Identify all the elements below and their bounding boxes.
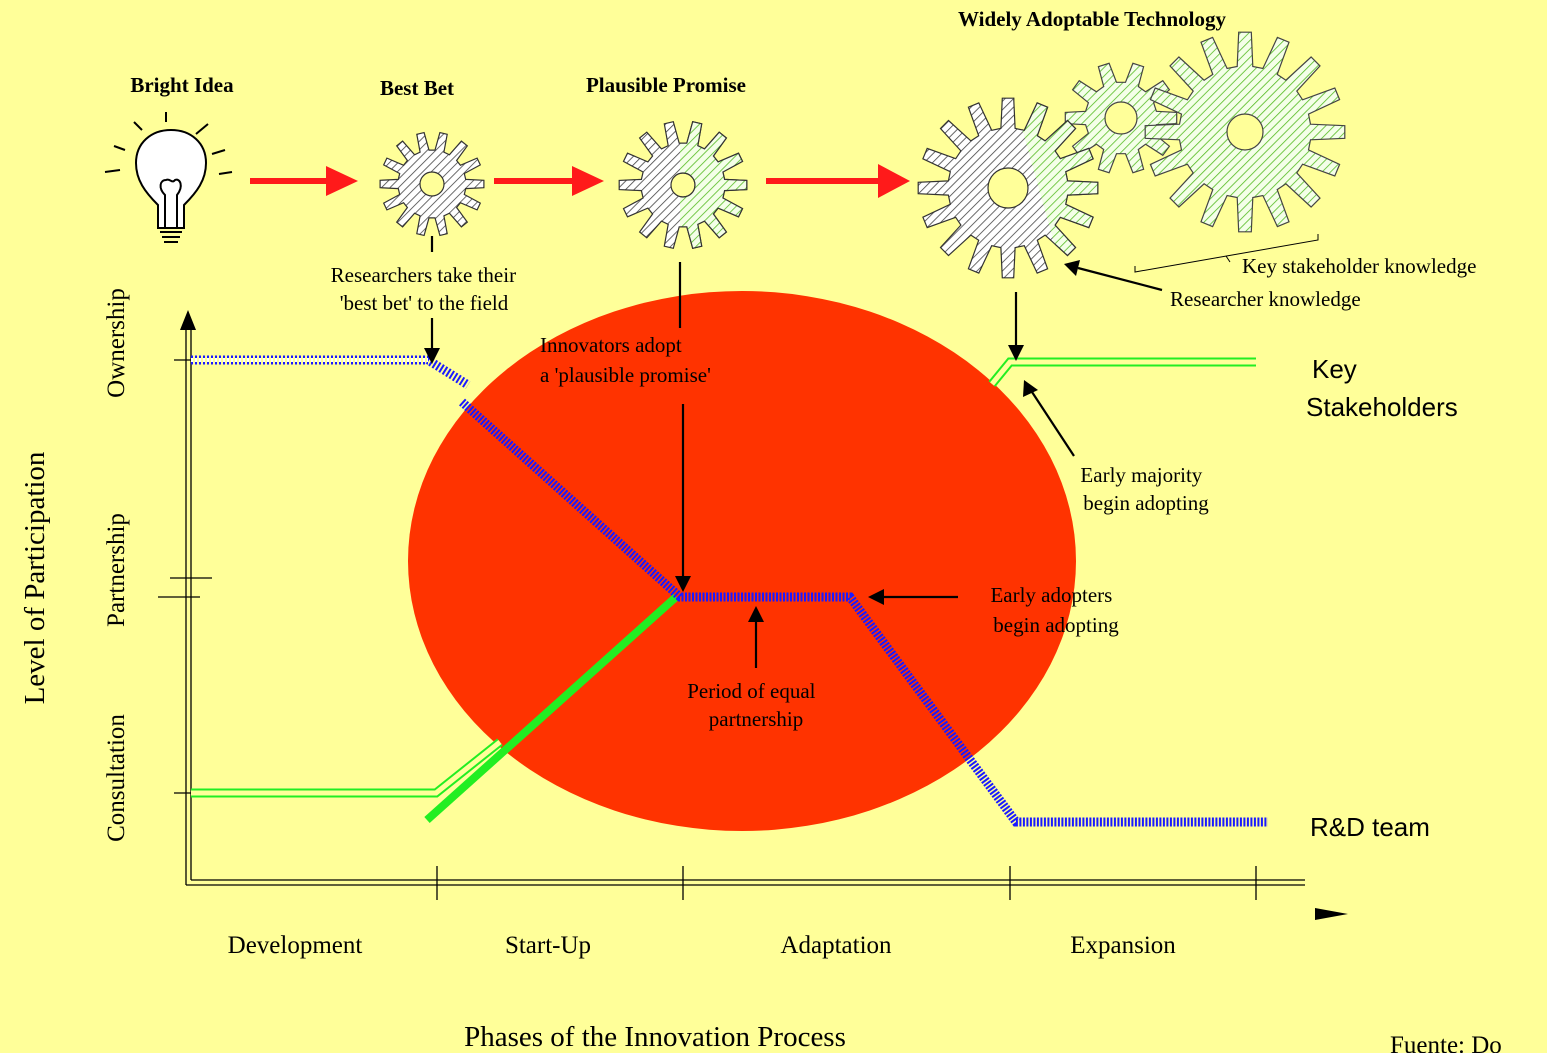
phase-development: Development [228, 932, 363, 959]
source-note: Fuente: Do [1390, 1032, 1502, 1053]
x-axis [186, 866, 1348, 920]
stage-arrow [494, 166, 604, 196]
series-label-rd-team: R&D team [1310, 812, 1430, 842]
plausible-promise-gear-icon [618, 120, 748, 250]
researcher-gear-icon [917, 97, 1099, 279]
stage-label-plausible-promise: Plausible Promise [586, 73, 746, 97]
x-axis-title: Phases of the Innovation Process [464, 1021, 846, 1053]
annotation-innovators: Innovators adopt a 'plausible promise' [540, 333, 711, 387]
rd-team-line [191, 355, 1268, 827]
y-level-consultation: Consultation [103, 714, 130, 842]
annotation-key-stakeholder-knowledge: Key stakeholder knowledge [1242, 254, 1476, 278]
annotation-early-adopters: Early adopters begin adopting [990, 583, 1119, 637]
phase-expansion: Expansion [1070, 932, 1176, 959]
annotation-equal-partnership: Period of equal partnership [687, 679, 821, 731]
y-level-partnership: Partnership [103, 513, 130, 627]
phase-adaptation: Adaptation [780, 932, 892, 959]
stage-label-bright-idea: Bright Idea [130, 73, 234, 97]
annotation-researcher-knowledge: Researcher knowledge [1170, 287, 1361, 311]
annotation-early-majority: Early majority begin adopting [1080, 463, 1209, 515]
y-axis-title: Level of Participation [19, 451, 51, 704]
stakeholder-small-gear-icon [1064, 62, 1178, 174]
stakeholder-large-gear-icon [1144, 31, 1346, 233]
y-level-ownership: Ownership [103, 288, 130, 398]
annotation-arrows [424, 236, 1163, 668]
lightbulb-icon [104, 112, 233, 243]
y-axis [158, 310, 212, 885]
stage-arrow [766, 164, 910, 198]
focus-circle [408, 291, 1076, 831]
annotation-researchers: Researchers take their 'best bet' to the… [331, 263, 522, 315]
stakeholder-knowledge-bracket [1134, 234, 1319, 273]
key-stakeholders-line [191, 357, 1256, 823]
phase-start-up: Start-Up [505, 932, 591, 959]
stage-label-best-bet: Best Bet [380, 76, 454, 100]
stage-label-widely-adoptable: Widely Adoptable Technology [958, 7, 1227, 31]
series-label-key-stakeholders: Key Stakeholders [1306, 354, 1458, 422]
stage-arrow [250, 166, 358, 196]
best-bet-gear-icon [379, 131, 485, 237]
